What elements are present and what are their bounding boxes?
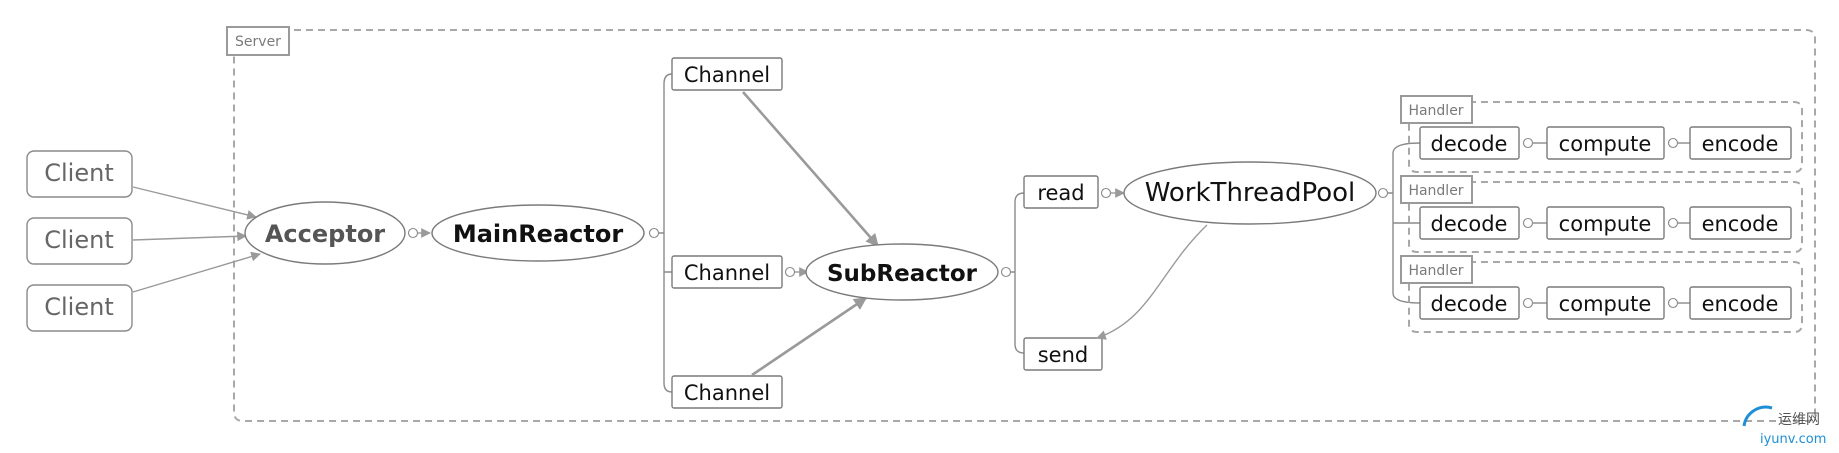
client-arrow-3 — [132, 251, 261, 293]
connector-dot — [1377, 187, 1389, 199]
compute-box — [1546, 206, 1665, 240]
channel-box-1 — [671, 57, 783, 91]
server-boundary: Server — [226, 26, 1816, 422]
compute-label: compute — [1559, 212, 1652, 236]
channel-label-2: Channel — [684, 261, 770, 285]
client-box-1 — [26, 150, 133, 198]
decode-label: decode — [1431, 212, 1508, 236]
main-reactor-label: MainReactor — [453, 220, 624, 248]
compute-box — [1546, 126, 1665, 160]
sub-reactor-label: SubReactor — [827, 261, 978, 287]
work-thread-pool-node — [1123, 161, 1377, 225]
encode-label: encode — [1702, 292, 1779, 316]
channel-label-1: Channel — [684, 63, 770, 87]
main-reactor-node — [431, 204, 645, 262]
server-tag — [226, 26, 290, 56]
client-label-3: Client — [44, 293, 113, 321]
acceptor-label: Acceptor — [265, 220, 385, 248]
client-group: Client Client Client — [26, 150, 133, 332]
handler-tag-1 — [1400, 95, 1473, 124]
connector-dot — [1522, 217, 1534, 229]
watermark-swoosh-icon — [1742, 405, 1773, 427]
decode-label: decode — [1431, 132, 1508, 156]
send-box — [1023, 337, 1103, 371]
pool-handler-tree — [1388, 142, 1421, 304]
handler-tag-3 — [1400, 255, 1473, 284]
connector-dot — [1667, 217, 1679, 229]
encode-label: encode — [1702, 212, 1779, 236]
watermark-text-en: iyunv.com — [1760, 432, 1826, 447]
handler-group-1: Handler decode compute encode — [1400, 95, 1803, 173]
read-box — [1023, 175, 1099, 209]
connector-dot — [1667, 137, 1679, 149]
channel-arrow-1 — [742, 91, 879, 247]
client-arrow-2 — [132, 231, 247, 242]
send-label: send — [1038, 343, 1089, 367]
sub-reactor-node — [805, 243, 999, 301]
mainreactor-channel-tree — [659, 73, 673, 393]
channel-arrow-3 — [751, 296, 868, 377]
decode-box — [1419, 126, 1520, 160]
channel-label-3: Channel — [684, 381, 770, 405]
compute-label: compute — [1559, 132, 1652, 156]
watermark-text-cn: 运维网 — [1778, 412, 1820, 428]
channel-box-2 — [671, 255, 783, 289]
handler-group-2: Handler decode compute encode — [1400, 175, 1803, 253]
client-label-1: Client — [44, 159, 113, 187]
connector-dot — [1522, 297, 1534, 309]
work-thread-pool-label: WorkThreadPool — [1145, 178, 1356, 208]
channel-box-3 — [671, 375, 783, 409]
handler-tag-2 — [1400, 175, 1473, 204]
handler-label-2: Handler — [1408, 183, 1463, 199]
server-label: Server — [235, 34, 281, 50]
read-label: read — [1037, 181, 1084, 205]
handler-group-3: Handler decode compute encode — [1400, 255, 1803, 333]
decode-label: decode — [1431, 292, 1508, 316]
client-box-3 — [26, 284, 133, 332]
connector-dot — [1667, 297, 1679, 309]
client-arrow-1 — [132, 186, 257, 220]
client-label-2: Client — [44, 226, 113, 254]
subreactor-io-tree — [1011, 192, 1025, 354]
client-box-2 — [26, 217, 133, 265]
connector-dot — [407, 227, 419, 239]
acceptor-node — [244, 201, 406, 265]
connector-dot — [1100, 187, 1112, 199]
pool-to-send-arrow — [1096, 224, 1208, 340]
compute-label: compute — [1559, 292, 1652, 316]
encode-box — [1689, 286, 1792, 320]
decode-box — [1419, 206, 1520, 240]
watermark: 运维网 iyunv.com — [1742, 405, 1826, 447]
encode-label: encode — [1702, 132, 1779, 156]
connector-dot — [1000, 266, 1012, 278]
encode-box — [1689, 206, 1792, 240]
connector-dot — [1522, 137, 1534, 149]
encode-box — [1689, 126, 1792, 160]
handler-label-1: Handler — [1408, 103, 1463, 119]
connector-dot — [784, 266, 796, 278]
connector-dot — [648, 227, 660, 239]
compute-box — [1546, 286, 1665, 320]
handler-label-3: Handler — [1408, 263, 1463, 279]
decode-box — [1419, 286, 1520, 320]
